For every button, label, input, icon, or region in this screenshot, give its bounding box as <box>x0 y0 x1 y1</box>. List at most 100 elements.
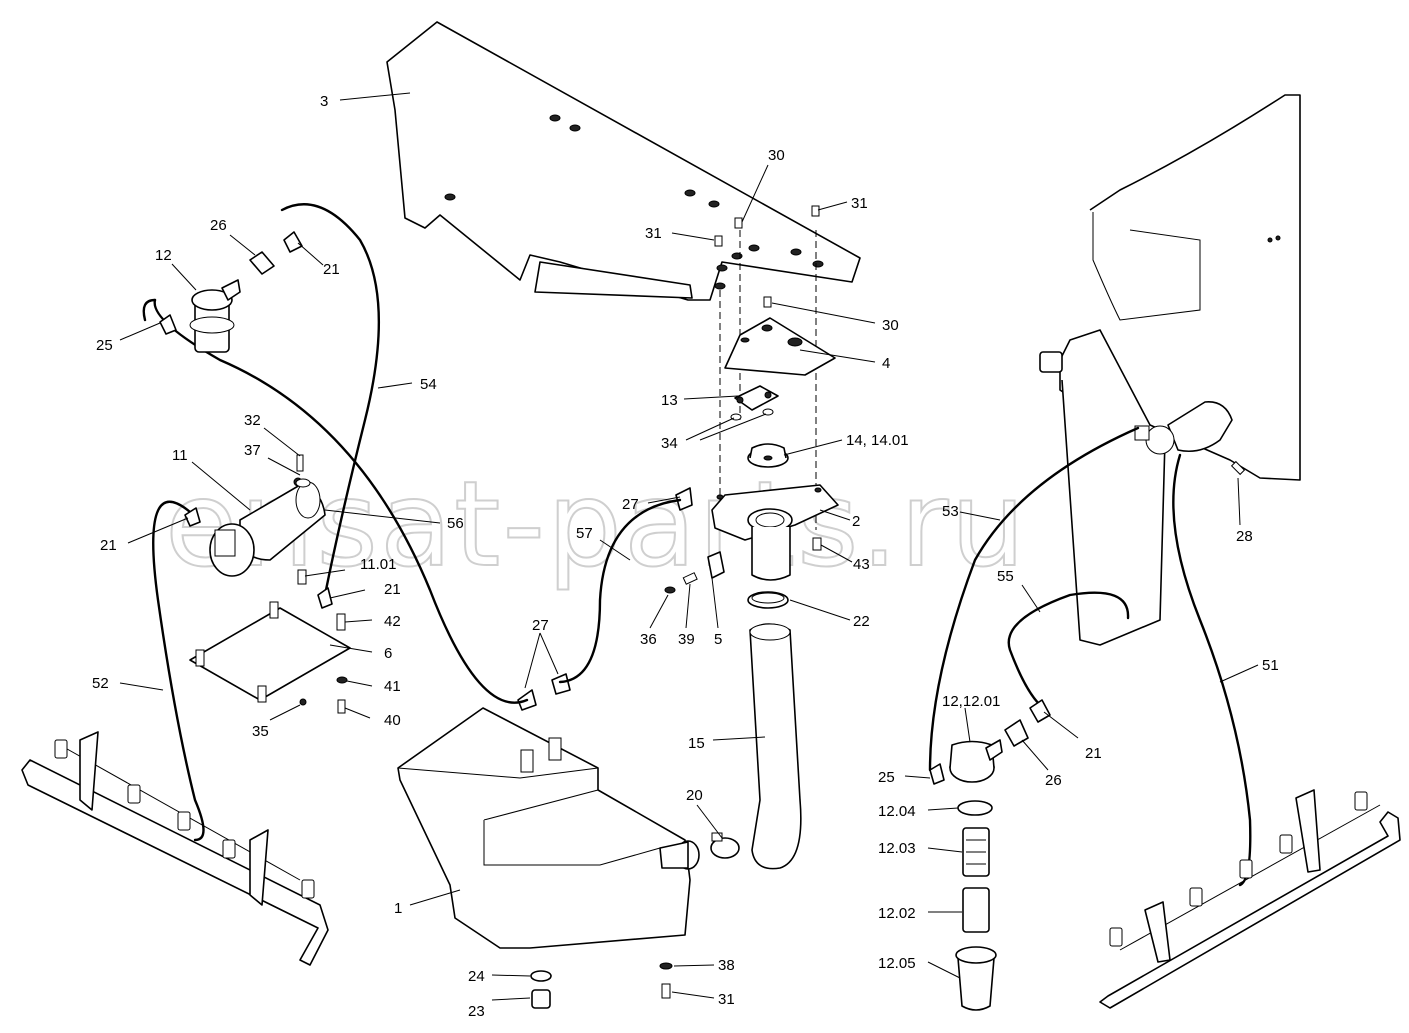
hinge-13 <box>734 385 779 411</box>
bolt-43 <box>812 537 822 551</box>
label-31c: 31 <box>718 991 735 1008</box>
label-1101: 11.01 <box>360 556 396 573</box>
label-26a: 26 <box>210 217 227 234</box>
seal-1204 <box>957 800 993 816</box>
label-24: 24 <box>468 968 485 985</box>
bolt-28 <box>1230 460 1246 476</box>
plug-23 <box>531 989 551 1009</box>
label-28: 28 <box>1236 528 1253 545</box>
label-36: 36 <box>640 631 657 648</box>
label-38: 38 <box>718 957 735 974</box>
filter-12 <box>159 279 241 353</box>
label-35: 35 <box>252 723 269 740</box>
label-1: 1 <box>394 900 402 917</box>
label-30a: 30 <box>768 147 785 164</box>
filter-12-right <box>929 699 1051 785</box>
label-27b: 27 <box>532 617 549 634</box>
bolt-31c <box>661 983 671 999</box>
fitting-26-21 <box>249 231 303 275</box>
pump-right <box>1134 401 1233 455</box>
hose-55 <box>1007 591 1130 707</box>
label-20: 20 <box>686 787 703 804</box>
label-12a: 12 <box>155 247 172 264</box>
label-11: 11 <box>172 447 188 464</box>
label-42: 42 <box>384 613 401 630</box>
label-40: 40 <box>384 712 401 729</box>
bolt-40 <box>337 699 346 714</box>
fittings-27 <box>517 487 693 711</box>
label-1201: 12,12.01 <box>942 693 1000 710</box>
washer-37 <box>295 478 311 488</box>
label-53: 53 <box>942 503 959 520</box>
hose-51 <box>1172 453 1252 887</box>
label-23: 23 <box>468 1003 485 1020</box>
label-54: 54 <box>420 376 437 393</box>
leader-lines <box>119 92 1259 1001</box>
cap-14 <box>747 443 789 468</box>
label-39: 39 <box>678 631 695 648</box>
clamp-20 <box>710 832 740 859</box>
hose-15 <box>749 623 802 870</box>
label-37: 37 <box>244 442 261 459</box>
washer-38 <box>659 962 673 970</box>
label-56: 56 <box>447 515 464 532</box>
hose-54-left <box>153 298 529 704</box>
label-21d: 21 <box>1085 745 1102 762</box>
base-plate-6 <box>189 601 351 706</box>
label-55: 55 <box>997 568 1014 585</box>
tank-1 <box>397 707 700 949</box>
label-32: 32 <box>244 412 261 429</box>
assembly-axes <box>719 230 817 530</box>
label-22: 22 <box>853 613 870 630</box>
label-51: 51 <box>1262 657 1279 674</box>
bolt-39 <box>682 572 698 585</box>
label-43: 43 <box>853 556 870 573</box>
bowl-1205 <box>955 946 997 1011</box>
label-5: 5 <box>714 631 722 648</box>
label-21c: 21 <box>384 581 401 598</box>
label-13: 13 <box>661 392 678 409</box>
label-30b: 30 <box>882 317 899 334</box>
spray-bar-left <box>21 731 329 966</box>
label-31a: 31 <box>851 195 868 212</box>
washer-41 <box>336 676 348 684</box>
spray-bar-right <box>1099 789 1401 1009</box>
hose-57 <box>558 498 682 684</box>
label-4: 4 <box>882 355 890 372</box>
fitting-21b <box>184 507 201 527</box>
clamp-22 <box>747 591 789 609</box>
label-34: 34 <box>661 435 678 452</box>
hose-52 <box>152 500 205 842</box>
machine-side-panel <box>1039 94 1301 646</box>
hose-54 <box>280 203 380 597</box>
tube-1202 <box>962 887 990 933</box>
nut-36 <box>664 586 676 594</box>
hose-25a <box>142 298 157 322</box>
label-1204: 12.04 <box>878 803 916 820</box>
label-57: 57 <box>576 525 593 542</box>
label-25b: 25 <box>878 769 895 786</box>
label-31b: 31 <box>645 225 662 242</box>
screws-30-31 <box>714 205 820 308</box>
label-6: 6 <box>384 645 392 662</box>
filler-neck-2 <box>711 484 839 581</box>
label-15: 15 <box>688 735 705 752</box>
label-25a: 25 <box>96 337 113 354</box>
label-1203: 12.03 <box>878 840 916 857</box>
label-27a: 27 <box>622 496 639 513</box>
nut-34b <box>762 408 774 416</box>
label-21b: 21 <box>100 537 117 554</box>
label-14: 14, 14.01 <box>846 432 909 449</box>
label-1205: 12.05 <box>878 955 916 972</box>
part-labels: 3 30 31 31 30 4 13 34 14, 14.01 2 43 22 … <box>92 93 1279 1020</box>
clip-5 <box>707 551 725 579</box>
label-2: 2 <box>852 513 860 530</box>
label-26b: 26 <box>1045 772 1062 789</box>
strainer-1203 <box>962 827 990 877</box>
washer-24 <box>530 970 552 982</box>
hose-53 <box>928 426 1140 772</box>
bolt-1101 <box>297 569 307 585</box>
plate-4 <box>724 317 836 376</box>
label-1202: 12.02 <box>878 905 916 922</box>
